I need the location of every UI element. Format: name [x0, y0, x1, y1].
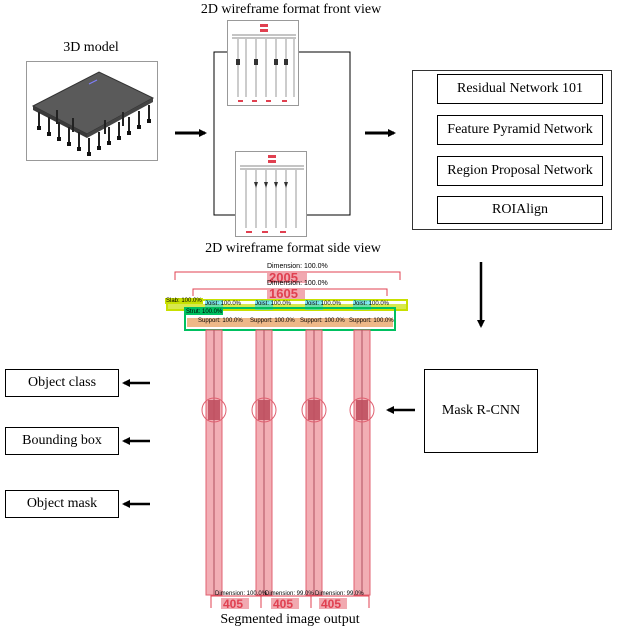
side-view-label: 2D wireframe format side view — [205, 241, 381, 256]
bottom-dimension-value-1: 405 — [223, 597, 244, 611]
model-3d-drawing — [31, 71, 155, 156]
front-view-label: 2D wireframe format front view — [200, 2, 382, 17]
output-object-class: Object class — [5, 369, 119, 397]
joist-tag-4: Joist: 100.0% — [353, 301, 390, 307]
output-object-mask: Object mask — [5, 490, 119, 518]
backbone-stage-fpn: Feature Pyramid Network — [437, 115, 603, 145]
slab-tag: Slab: 100.0% — [165, 298, 203, 304]
side-view-image — [235, 151, 307, 237]
top-dimension-value: 2005 — [269, 270, 298, 285]
joist-tag-2: Joist: 100.0% — [255, 301, 292, 307]
bottom-dimension-value-2: 405 — [273, 597, 294, 611]
joist-tag-1: Joist: 100.0% — [205, 301, 242, 307]
support-tag-3: Support: 100.0% — [300, 318, 345, 324]
second-dimension-value: 1605 — [269, 286, 298, 301]
side-view-drawing — [240, 155, 304, 233]
bottom-dimension-value-3: 405 — [321, 597, 342, 611]
backbone-stage-resnet: Residual Network 101 — [437, 74, 603, 104]
bottom-dimension-tag-3: Dimension: 99.0% — [315, 591, 364, 597]
backbone-stage-rpn: Region Proposal Network — [437, 156, 603, 186]
model-3d-label: 3D model — [63, 40, 119, 55]
segmented-image: Dimension: 100.0% 2005 Dimension: 100.0%… — [165, 262, 415, 612]
support-tag-2: Support: 100.0% — [250, 318, 295, 324]
front-view-image — [227, 20, 299, 106]
strut-tag: Strut: 100.0% — [185, 309, 224, 315]
support-tag-1: Support: 100.0% — [198, 318, 243, 324]
support-tag-4: Support: 100.0% — [349, 318, 394, 324]
front-view-drawing — [232, 24, 296, 102]
mask-rcnn-box: Mask R-CNN — [424, 369, 538, 453]
bottom-dimension-tag-1: Dimension: 100.0% — [215, 591, 268, 597]
segmented-output-label: Segmented image output — [220, 612, 360, 627]
top-dimension-tag: Dimension: 100.0% — [267, 263, 328, 270]
model-3d-image — [26, 61, 158, 161]
joist-tag-3: Joist: 100.0% — [305, 301, 342, 307]
segmented-image-drawing — [166, 271, 408, 609]
backbone-stage-roialign: ROIAlign — [437, 196, 603, 224]
output-bounding-box: Bounding box — [5, 427, 119, 455]
second-dimension-tag: Dimension: 100.0% — [267, 280, 328, 287]
bottom-dimension-tag-2: Dimension: 99.0% — [265, 591, 314, 597]
